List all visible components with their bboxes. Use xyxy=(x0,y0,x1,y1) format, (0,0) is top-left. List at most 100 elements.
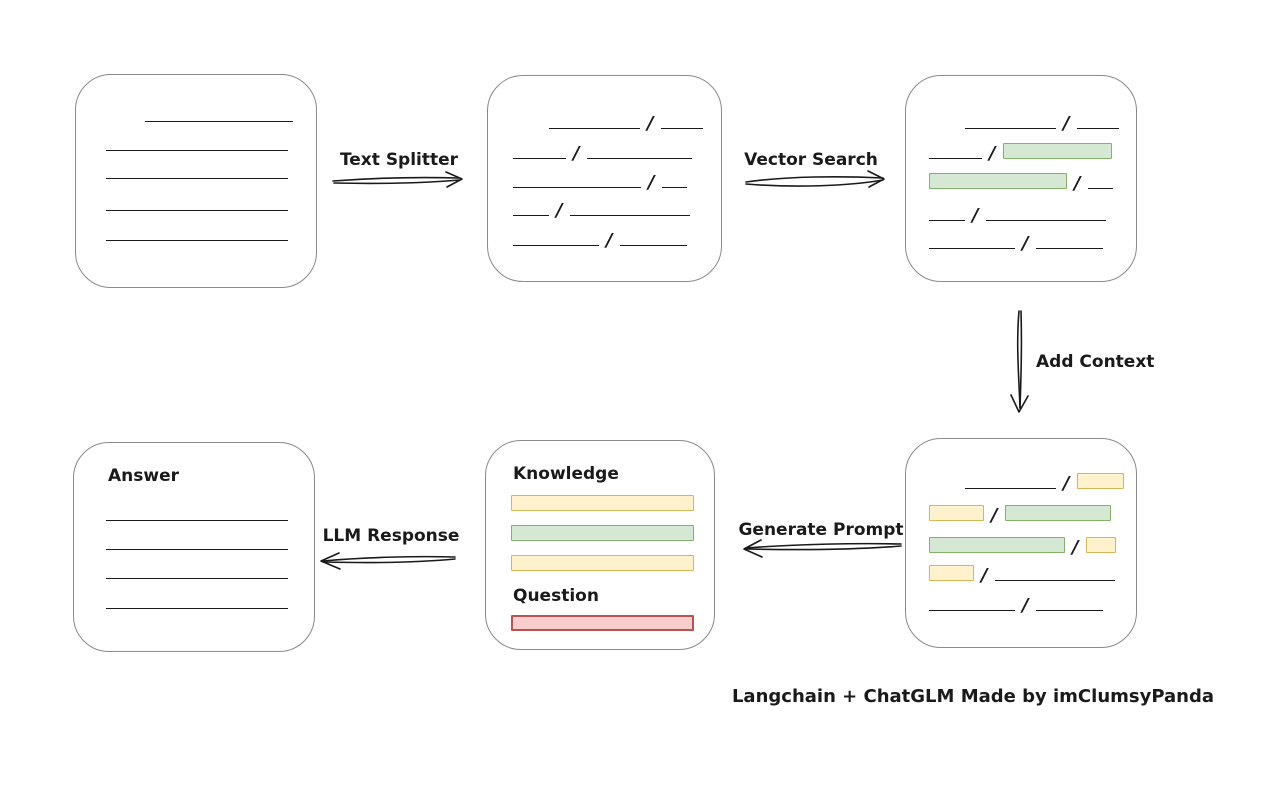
text-line xyxy=(1087,188,1113,189)
add-context-arrow xyxy=(1010,310,1029,413)
chunk-row: / xyxy=(929,199,1106,225)
chunk-row: / xyxy=(513,107,703,133)
text-line xyxy=(513,187,641,188)
chunk-row xyxy=(106,557,288,579)
text-line xyxy=(965,128,1056,129)
chunk-row: / xyxy=(929,467,1124,493)
text-line xyxy=(569,215,690,216)
chunk-row: / xyxy=(929,137,1112,163)
text-line xyxy=(106,608,288,609)
context-chunk-highlight xyxy=(1085,537,1116,553)
context-chunk-highlight xyxy=(929,565,974,581)
chunk-separator: / xyxy=(1074,173,1081,194)
chunk-separator: / xyxy=(648,172,655,193)
chunk-row: / xyxy=(513,137,692,163)
context-chunks-box: / / / / / xyxy=(905,438,1137,648)
chunk-row: / xyxy=(513,166,687,192)
chunk-separator: / xyxy=(972,205,979,226)
split-chunks-box: / / / / / xyxy=(487,75,722,282)
chunk-row xyxy=(106,129,288,151)
chunk-separator: / xyxy=(556,200,563,221)
chunk-row xyxy=(106,587,288,609)
chunk-row: / xyxy=(929,499,1111,525)
matched-chunk-highlight xyxy=(1002,143,1112,159)
chunk-row xyxy=(106,499,288,521)
matched-chunk-highlight xyxy=(1004,505,1111,521)
chunk-separator: / xyxy=(1022,595,1029,616)
chunk-row: / xyxy=(929,167,1113,193)
chunk-row xyxy=(511,549,694,571)
text-line xyxy=(513,245,599,246)
answer-label: Answer xyxy=(108,466,179,486)
chunk-row: / xyxy=(513,224,687,250)
text-line xyxy=(106,240,288,241)
question-highlight xyxy=(511,615,694,631)
chunk-row xyxy=(511,489,694,511)
chunk-separator: / xyxy=(981,565,988,586)
text-line xyxy=(1076,128,1119,129)
chunk-row xyxy=(106,100,293,122)
chunk-row: / xyxy=(929,107,1119,133)
chunk-row xyxy=(106,528,288,550)
text-line xyxy=(1035,248,1103,249)
context-chunk-highlight xyxy=(1076,473,1124,489)
text-line xyxy=(994,580,1115,581)
text-line xyxy=(660,128,703,129)
question-label: Question xyxy=(513,586,599,606)
chunk-row xyxy=(511,519,694,541)
text-splitter-arrow xyxy=(332,171,463,188)
matched-chunk-highlight xyxy=(929,537,1065,553)
text-line xyxy=(549,128,640,129)
text-line xyxy=(145,121,293,122)
generate-prompt-arrow xyxy=(743,539,902,558)
chunk-separator: / xyxy=(1063,473,1070,494)
text-line xyxy=(513,158,566,159)
text-line xyxy=(929,158,982,159)
chunk-separator: / xyxy=(1022,233,1029,254)
text-line xyxy=(106,210,288,211)
chunk-row xyxy=(106,189,288,211)
chunk-separator: / xyxy=(573,143,580,164)
chunk-separator: / xyxy=(606,230,613,251)
context-chunk-highlight xyxy=(511,555,694,571)
text-line xyxy=(106,549,288,550)
chunk-separator: / xyxy=(991,505,998,526)
context-chunk-highlight xyxy=(929,505,984,521)
source-document-box xyxy=(75,74,317,288)
context-chunk-highlight xyxy=(511,495,694,511)
text-splitter-label: Text Splitter xyxy=(339,150,459,170)
text-line xyxy=(965,488,1056,489)
credit-caption: Langchain + ChatGLM Made by imClumsyPand… xyxy=(731,686,1215,707)
chunk-row: / xyxy=(929,531,1116,557)
text-line xyxy=(929,610,1015,611)
matched-chunk-highlight xyxy=(929,173,1067,189)
chunk-separator: / xyxy=(647,113,654,134)
vector-search-result-box: / / / / / xyxy=(905,75,1137,282)
text-line xyxy=(985,220,1106,221)
text-line xyxy=(1035,610,1103,611)
text-line xyxy=(106,178,288,179)
chunk-row xyxy=(106,157,288,179)
chunk-row xyxy=(106,219,288,241)
text-line xyxy=(106,520,288,521)
generate-prompt-label: Generate Prompt xyxy=(738,520,904,540)
vector-search-arrow xyxy=(745,170,885,188)
text-line xyxy=(661,187,687,188)
text-line xyxy=(929,220,965,221)
chunk-separator: / xyxy=(1063,113,1070,134)
text-line xyxy=(513,215,549,216)
answer-box: Answer xyxy=(73,442,315,652)
llm-response-arrow xyxy=(320,552,456,570)
chunk-row: / xyxy=(929,589,1103,615)
knowledge-label: Knowledge xyxy=(513,464,619,484)
chunk-row: / xyxy=(929,227,1103,253)
chunk-row xyxy=(511,609,694,631)
add-context-label: Add Context xyxy=(1036,352,1155,372)
text-line xyxy=(619,245,687,246)
matched-chunk-highlight xyxy=(511,525,694,541)
text-line xyxy=(106,150,288,151)
chunk-separator: / xyxy=(1072,537,1079,558)
llm-response-label: LLM Response xyxy=(322,526,460,546)
